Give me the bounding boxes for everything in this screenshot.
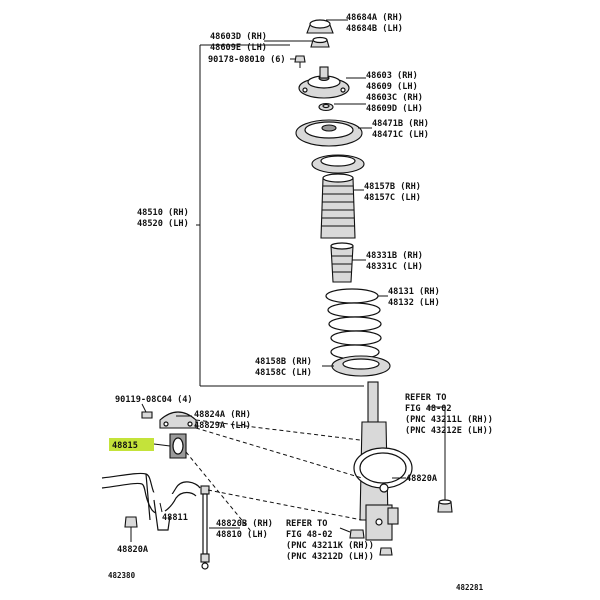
part-bottom-bolt [349, 529, 393, 556]
label-48810: 48810 (LH) [216, 530, 268, 540]
part-48158-lower-insulator [331, 355, 391, 377]
part-boot [320, 173, 356, 239]
part-48157-insulator [311, 154, 365, 174]
part-48820a-left-nut [124, 516, 138, 528]
label-48158b: 48158B (RH) [255, 357, 312, 367]
label-48132: 48132 (LH) [388, 298, 440, 308]
part-48824-bracket [141, 411, 197, 429]
part-48820b-link [200, 485, 210, 570]
part-48684-cap [306, 19, 334, 34]
label-48609: 48609 (LH) [366, 82, 418, 92]
label-90178: 90178-08010 (6) [208, 55, 286, 65]
part-48811-stabilizer-bar [101, 472, 201, 531]
label-48820a-bottom: 48820A [117, 545, 149, 555]
refer-right-line2: FIG 48-02 [405, 404, 452, 414]
part-48131-coil-spring [325, 288, 382, 360]
label-48157c: 48157C (LH) [364, 193, 421, 203]
label-48609d: 48609D (LH) [366, 104, 423, 114]
refer-bottom-line4: (PNC 43212D (LH)) [286, 552, 374, 562]
label-48820a-right: 48820A [406, 474, 438, 484]
label-48331c: 48331C (LH) [366, 262, 423, 272]
part-90178-bolt [294, 55, 306, 68]
label-90119: 90119-08C04 (4) [115, 395, 193, 405]
label-48609e: 48609E (LH) [210, 43, 267, 53]
part-drawings [101, 19, 453, 570]
part-48331-bumper [330, 242, 354, 283]
labels: 48684A (RH) 48684B (LH) 48603D (RH) 4860… [108, 13, 493, 592]
refer-right-line3: (PNC 43211L (RH)) [405, 415, 493, 425]
label-48603c: 48603C (RH) [366, 93, 423, 103]
part-nut [310, 36, 330, 48]
label-48603: 48603 (RH) [366, 71, 418, 81]
label-48520: 48520 (LH) [137, 219, 189, 229]
refer-right-line1: REFER TO [405, 393, 446, 403]
label-48815: 48815 [112, 441, 138, 451]
part-48815-bushing [169, 433, 187, 459]
part-48471-upper-seat [295, 119, 363, 147]
label-48471b: 48471B (RH) [372, 119, 429, 129]
label-48603d: 48603D (RH) [210, 32, 267, 42]
refer-right-line4: (PNC 43212E (LH)) [405, 426, 493, 436]
label-48471c: 48471C (LH) [372, 130, 429, 140]
figure-code-left: 482380 [108, 571, 136, 580]
label-48510: 48510 (RH) [137, 208, 189, 218]
label-48829a: 48829A (LH) [194, 421, 251, 431]
label-48131: 48131 (RH) [388, 287, 440, 297]
label-48684b: 48684B (LH) [346, 24, 403, 34]
label-48820b: 48820B (RH) [216, 519, 273, 529]
label-48158c: 48158C (LH) [255, 368, 312, 378]
label-48157b: 48157B (RH) [364, 182, 421, 192]
refer-bottom-line3: (PNC 43211K (RH)) [286, 541, 374, 551]
part-48603-mount [298, 66, 350, 99]
part-strut-body [353, 381, 413, 541]
figure-code-right: 482281 [456, 583, 484, 592]
label-48824a: 48824A (RH) [194, 410, 251, 420]
part-48820a-right-nut [437, 499, 453, 513]
label-48684a: 48684A (RH) [346, 13, 403, 23]
part-48603c-washer [318, 102, 334, 112]
highlight-48815 [109, 438, 154, 451]
refer-bottom-line2: FIG 48-02 [286, 530, 333, 540]
label-48811: 48811 [162, 513, 188, 523]
label-48331b: 48331B (RH) [366, 251, 423, 261]
refer-bottom-line1: REFER TO [286, 519, 327, 529]
leader-lines [130, 19, 446, 542]
